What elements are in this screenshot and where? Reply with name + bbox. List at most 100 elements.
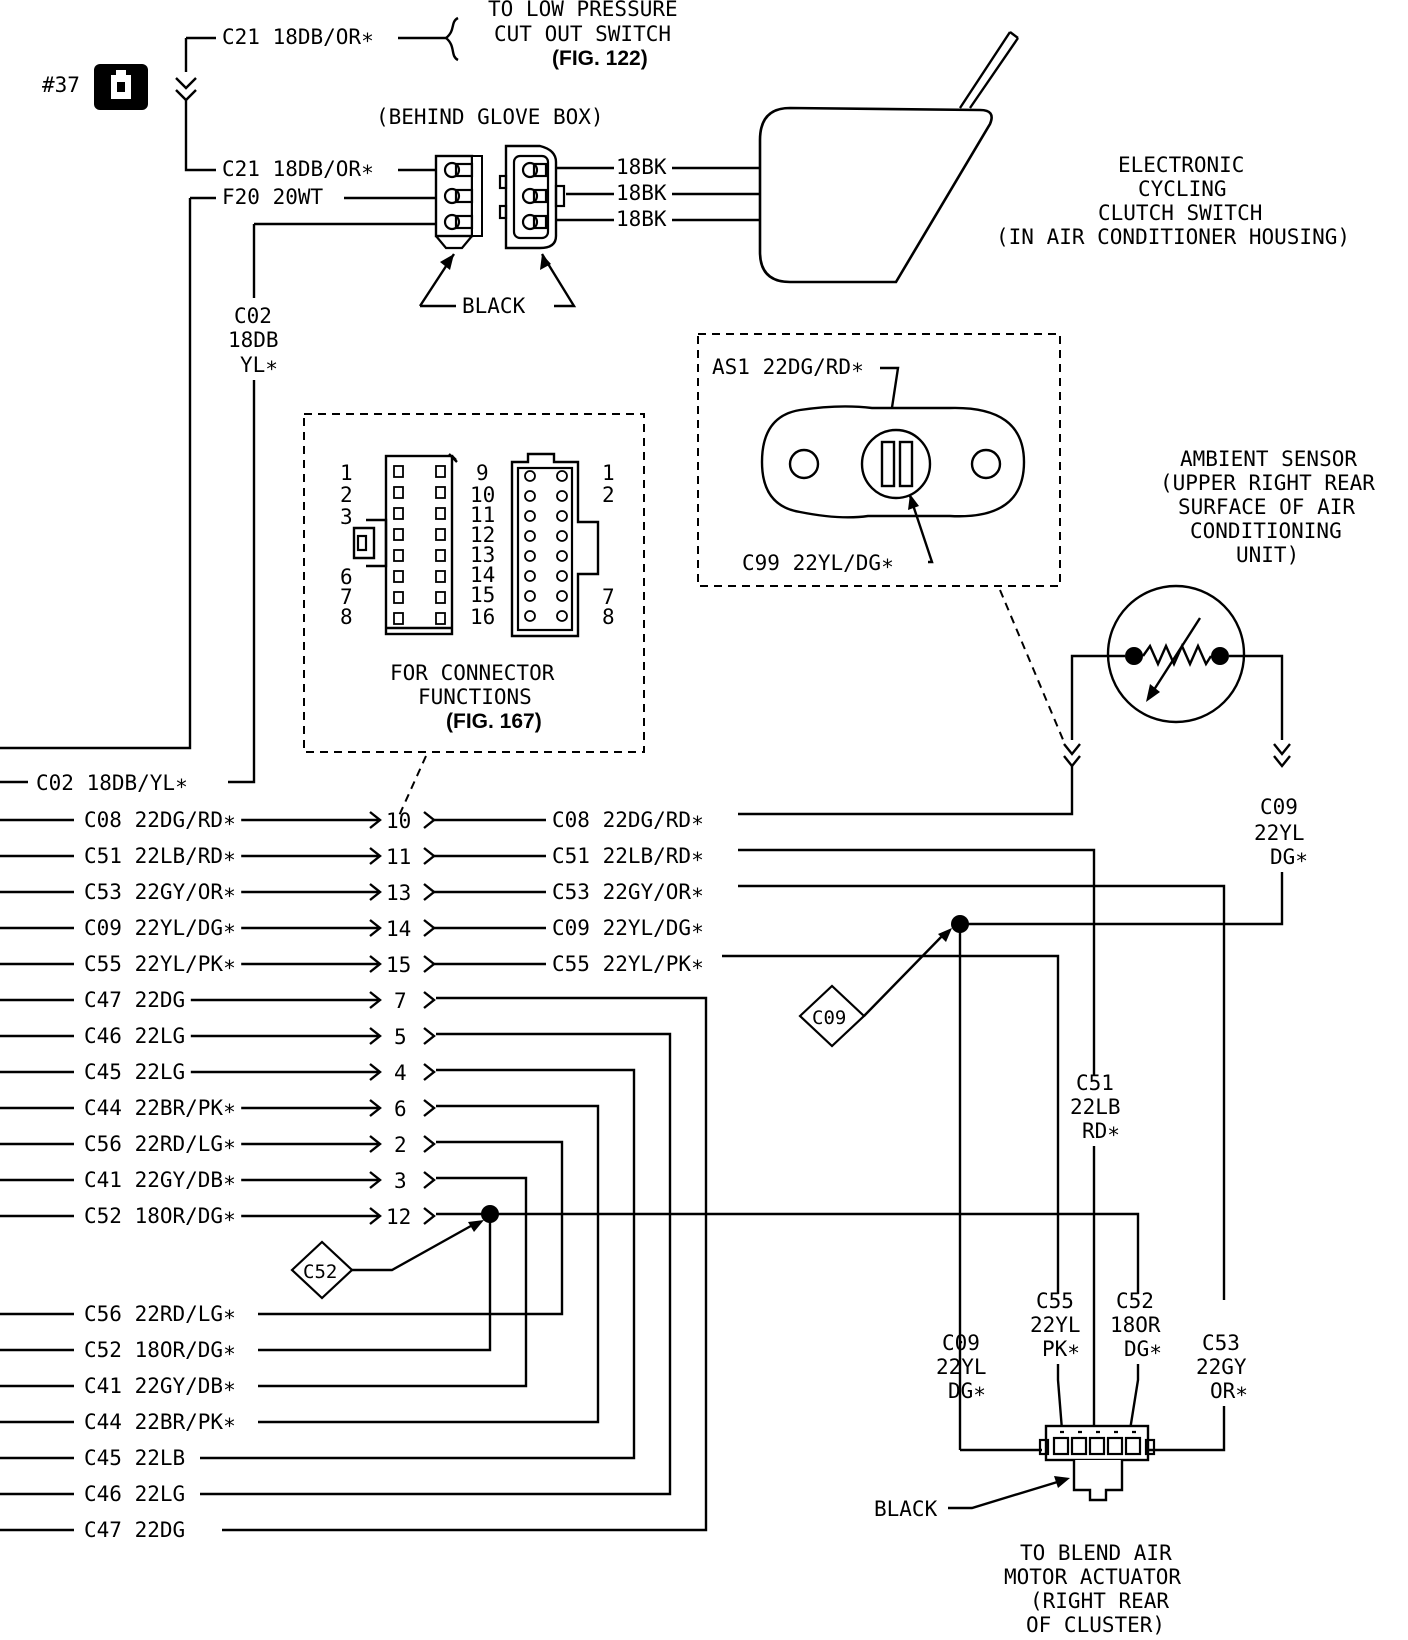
bk-wire-2: 18BK: [616, 181, 667, 205]
connector-row: C45 22LG 4: [0, 1060, 436, 1085]
glove-box-connector-female: [434, 154, 483, 250]
lower-row-wire-label: C56 22RD/LG∗: [84, 1302, 236, 1326]
c55-vert-l3: PK∗: [1042, 1337, 1080, 1361]
row-left-wire-label: C45 22LG: [84, 1060, 185, 1084]
lower-routing: C52: [200, 996, 1140, 1532]
thermistor-icon: [1106, 584, 1246, 724]
c52-vert-l2: 18OR: [1110, 1313, 1161, 1337]
c55-vert-l1: C55: [1036, 1289, 1074, 1313]
f20-label: F20 20WT: [222, 185, 324, 209]
lower-connector-row: C44 22BR/PK∗: [0, 1410, 236, 1434]
lower-row-wire-label: C41 22GY/DB∗: [84, 1374, 236, 1398]
c09-lower-l2: 22YL: [936, 1355, 987, 1379]
row-left-wire-label: C55 22YL/PK∗: [84, 952, 236, 976]
black-connector-label: BLACK: [462, 294, 526, 318]
lower-connector-row: C56 22RD/LG∗: [0, 1302, 236, 1326]
splice-37-icon: [94, 64, 148, 110]
inset-right-pin-2: 2: [602, 483, 615, 507]
sensor-inset: AS1 22DG/RD∗ C99 22YL/DG∗: [697, 333, 1065, 743]
connector-row: C56 22RD/LG∗ 2: [0, 1132, 436, 1157]
c21-lower-label: C21 18DB/OR∗: [222, 157, 374, 181]
lower-row-wire-label: C44 22BR/PK∗: [84, 1410, 236, 1434]
clutch-switch-icon: [758, 31, 1019, 284]
inset-left-pin-6: 6: [340, 565, 353, 589]
behind-glove-box-label: (BEHIND GLOVE BOX): [376, 105, 604, 129]
clutch-switch-l1: ELECTRONIC: [1118, 153, 1244, 177]
inset-right-pin-7: 7: [602, 585, 615, 609]
c52-splice-diamond: C52: [290, 1240, 354, 1300]
splice-ref-label: #37: [42, 73, 80, 97]
c09-lower-l3: DG∗: [948, 1379, 986, 1403]
row-left-wire-label: C53 22GY/OR∗: [84, 880, 236, 904]
as1-label: AS1 22DG/RD∗: [712, 355, 864, 379]
inset-mid-pin-12: 12: [470, 523, 495, 547]
lower-connector-row: C41 22GY/DB∗: [0, 1374, 236, 1398]
row-pin-number: 7: [394, 989, 407, 1013]
connector-row: C41 22GY/DB∗3: [0, 1168, 436, 1193]
row-right-wire-label: C09 22YL/DG∗: [552, 916, 704, 940]
clutch-switch-l2: CYCLING: [1138, 177, 1227, 201]
inset-male-cavities: [524, 470, 568, 622]
lower-connector-row: C47 22DG: [0, 1518, 185, 1542]
connector-inset: 1 2 3 6 7 8 9 10 11 12 13 14 15 16 1 2 7…: [303, 413, 645, 819]
low-pressure-line2: CUT OUT SWITCH: [494, 22, 671, 46]
lower-connector-rows: C56 22RD/LG∗C52 18OR/DG∗C41 22GY/DB∗C44 …: [0, 1302, 236, 1542]
c52-vert-l3: DG∗: [1124, 1337, 1162, 1361]
row-left-wire-label: C56 22RD/LG∗: [84, 1132, 236, 1156]
row-pin-number: 11: [386, 845, 411, 869]
row-pin-number: 10: [386, 809, 411, 833]
inset-mid-pin-13: 13: [470, 543, 495, 567]
inset-left-pin-3: 3: [340, 505, 353, 529]
c52-vert-l1: C52: [1116, 1289, 1154, 1313]
blend-air-actuator: C09 22YL DG∗ C55 22YL PK∗ C52 18OR DG∗ C…: [874, 1289, 1248, 1637]
connector-func-l1: FOR CONNECTOR: [390, 661, 555, 685]
lower-row-wire-label: C46 22LG: [84, 1482, 185, 1506]
lower-connector-row: C45 22LB: [0, 1446, 185, 1470]
inset-left-pin-7: 7: [340, 585, 353, 609]
clutch-switch-l4: (IN AIR CONDITIONER HOUSING): [996, 225, 1350, 249]
lower-row-wire-label: C45 22LB: [84, 1446, 185, 1470]
c09-upper-l1: C09: [1260, 795, 1298, 819]
row-pin-number: 5: [394, 1025, 407, 1049]
clutch-switch-l3: CLUTCH SWITCH: [1098, 201, 1262, 225]
row-left-wire-label: C51 22LB/RD∗: [84, 844, 236, 868]
c53-vert-l3: OR∗: [1210, 1379, 1248, 1403]
inset-mid-pin-11: 11: [470, 503, 495, 527]
ambient-l4: CONDITIONING: [1190, 519, 1342, 543]
ambient-sensor: AMBIENT SENSOR (UPPER RIGHT REAR SURFACE…: [738, 447, 1375, 926]
row-left-wire-label: C08 22DG/RD∗: [84, 808, 236, 832]
row-left-wire-label: C47 22DG: [84, 988, 185, 1012]
c09-lower-l1: C09: [942, 1331, 980, 1355]
c51-vert-l1: C51: [1076, 1071, 1114, 1095]
row-pin-number: 4: [394, 1061, 407, 1085]
actuator-l4: OF CLUSTER): [1026, 1613, 1165, 1637]
inset-female-cavities: [393, 465, 446, 625]
row-left-wire-label: C46 22LG: [84, 1024, 185, 1048]
row-pin-number: 2: [394, 1133, 407, 1157]
actuator-l3: (RIGHT REAR: [1030, 1589, 1169, 1613]
ambient-l2: (UPPER RIGHT REAR: [1160, 471, 1375, 495]
inset-mid-pin-15: 15: [470, 583, 495, 607]
c09-splice-label: C09: [812, 1007, 846, 1029]
inset-left-pin-8: 8: [340, 605, 353, 629]
ambient-l1: AMBIENT SENSOR: [1180, 447, 1357, 471]
c51-vert-l3: RD∗: [1082, 1119, 1120, 1143]
row-pin-number: 12: [386, 1205, 411, 1229]
row-left-wire-label: C52 18OR/DG∗: [84, 1204, 236, 1228]
upper-routing: C09 C51 22LB RD∗: [722, 848, 1226, 1450]
connector-func-fig: (FIG. 167): [446, 710, 542, 733]
c09-upper-l2: 22YL: [1254, 821, 1305, 845]
inset-left-pin-2: 2: [340, 483, 353, 507]
row-pin-number: 15: [386, 953, 411, 977]
c09-splice-diamond: C09: [798, 984, 866, 1048]
actuator-l1: TO BLEND AIR: [1020, 1541, 1172, 1565]
low-pressure-fig: (FIG. 122): [552, 47, 648, 70]
connector-func-l2: FUNCTIONS: [418, 685, 532, 709]
row-pin-number: 13: [386, 881, 411, 905]
c53-vert-l2: 22GY: [1196, 1355, 1247, 1379]
